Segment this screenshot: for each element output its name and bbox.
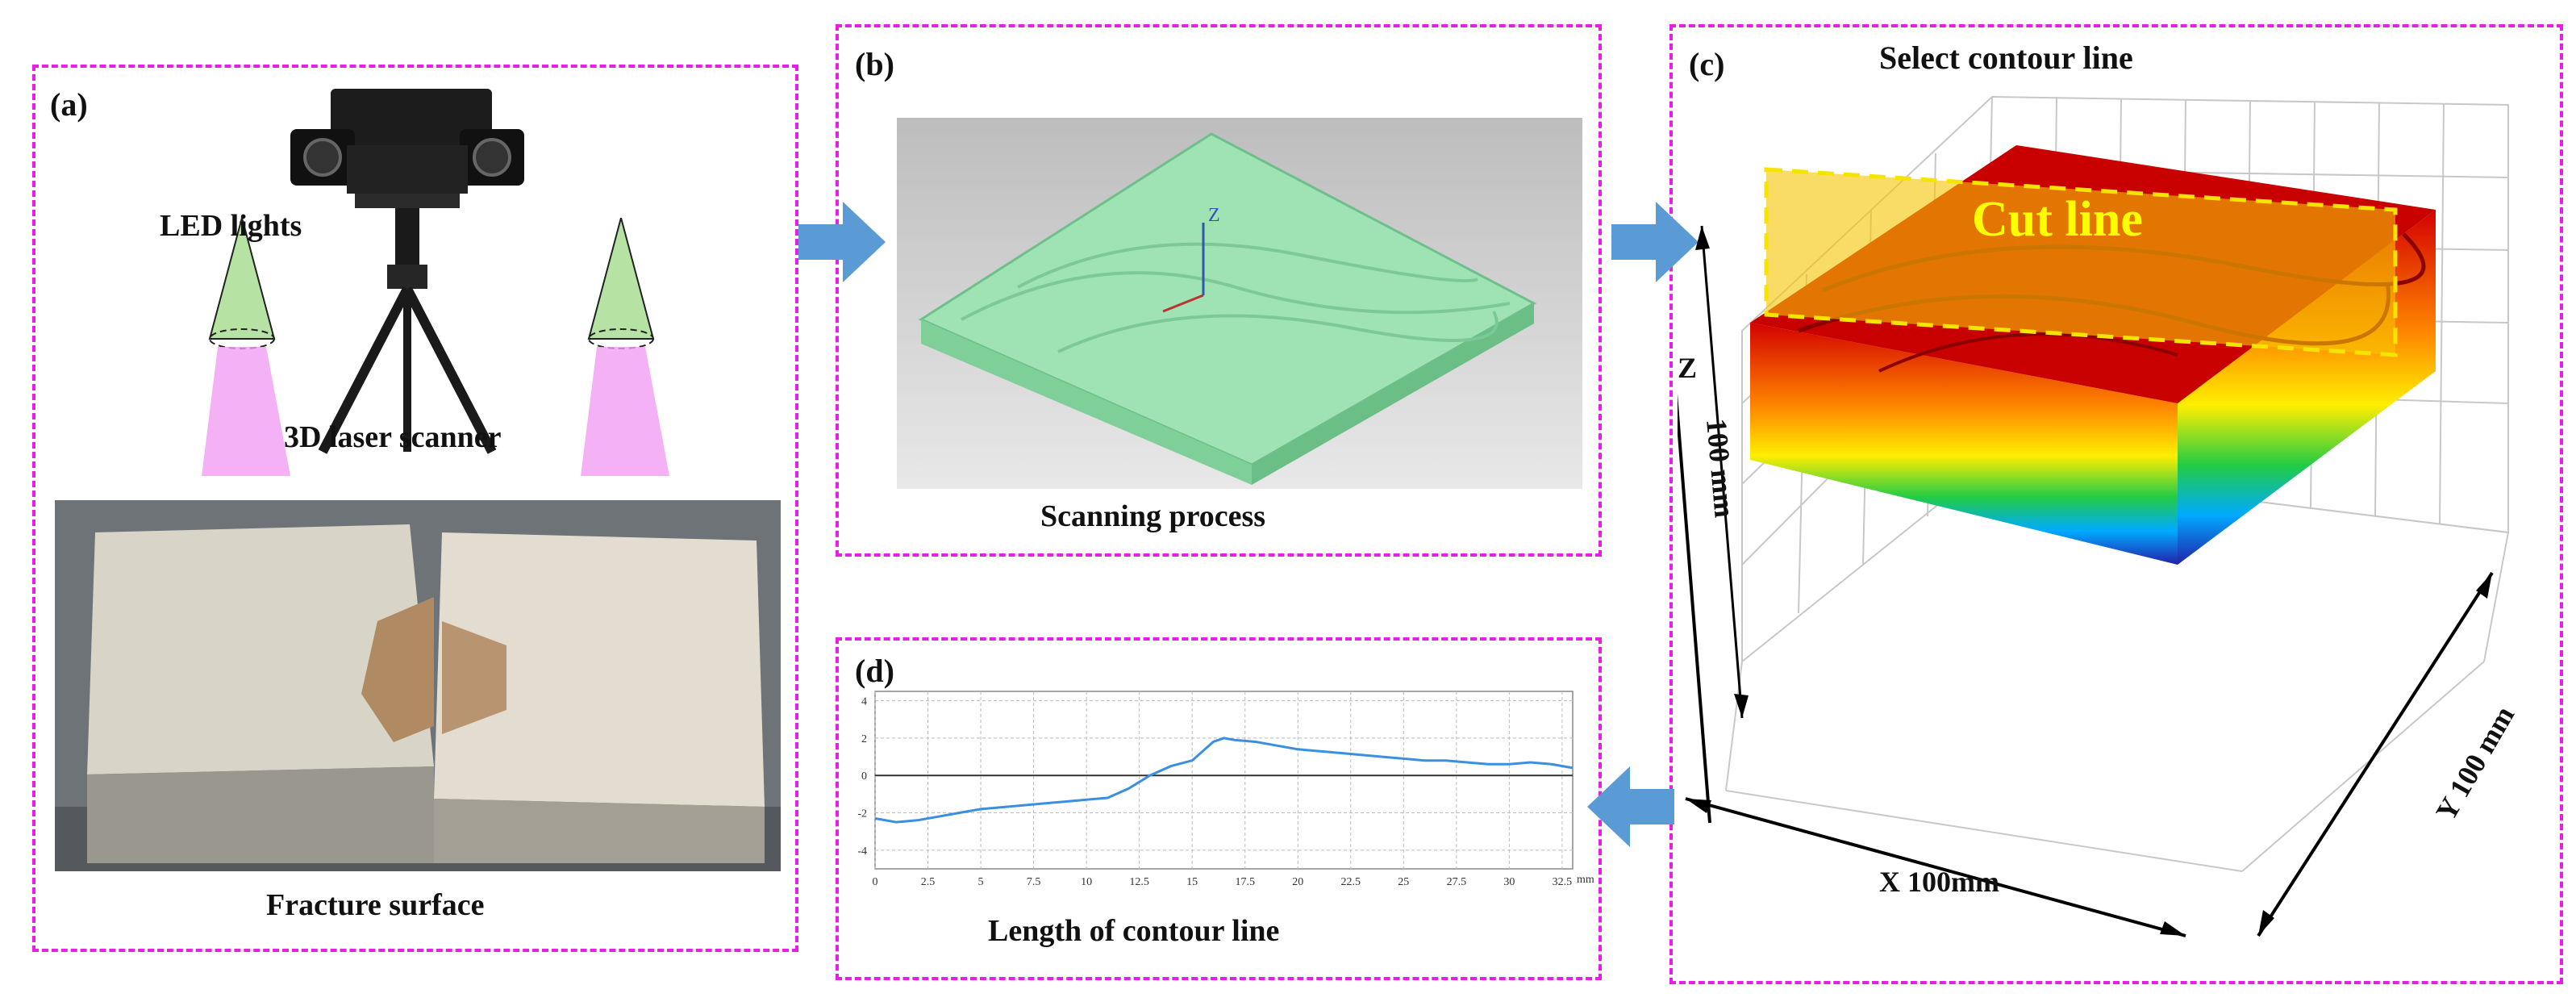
chart-frame — [874, 691, 1574, 870]
x-axis-label: X 100mm — [1879, 866, 1999, 898]
chart-y-tick-label: 0 — [861, 770, 867, 783]
arrow-a-to-b — [798, 202, 886, 282]
chart-y-tick-label: 4 — [861, 696, 867, 708]
chart-unit-label: mm — [1577, 874, 1594, 886]
z-dimension-label: 100 mm — [1700, 417, 1741, 519]
cut-line-label: Cut line — [1972, 192, 2143, 247]
panel-c-tag: (c) — [1689, 46, 1725, 82]
contour-3d-plot: Cut line Z 100 mm X 100mm Y 100 mm — [1678, 95, 2520, 937]
fracture-surface-caption: Fracture surface — [266, 888, 485, 922]
chart-y-tick-label: -2 — [857, 808, 867, 820]
panel-d-tag: (d) — [855, 653, 894, 689]
chart-y-tick-label: -4 — [857, 845, 867, 858]
chart-x-tick-label: 30 — [1503, 876, 1515, 888]
chart-x-tick-label: 15 — [1186, 876, 1198, 888]
led-light-right-icon — [581, 218, 669, 476]
chart-x-tick-label: 2.5 — [921, 876, 936, 888]
arrow-c-to-d — [1587, 766, 1674, 847]
chart-x-tick-label: 0 — [873, 876, 878, 888]
fracture-surface-photo — [55, 500, 781, 871]
chart-x-tick-label: 27.5 — [1447, 876, 1467, 888]
scanner-label: 3D laser scanner — [284, 420, 502, 454]
panel-a-tag: (a) — [50, 86, 88, 123]
chart-x-tick-label: 17.5 — [1235, 876, 1255, 888]
z-axis-label: Z — [1678, 352, 1697, 384]
scanning-process-caption: Scanning process — [1040, 499, 1266, 533]
chart-x-tick-label: 20 — [1292, 876, 1303, 888]
scan-axis-z-label: Z — [1208, 205, 1220, 226]
led-light-left-icon — [202, 218, 290, 476]
chart-x-tick-label: 25 — [1398, 876, 1409, 888]
panel-c-title: Select contour line — [1879, 40, 2133, 76]
panel-b-frame — [836, 24, 1602, 557]
contour-profile-line — [874, 737, 1574, 824]
led-lights-label: LED lights — [160, 209, 302, 243]
panel-b-tag: (b) — [855, 46, 894, 82]
arrow-b-to-c — [1611, 202, 1699, 282]
chart-x-tick-label: 22.5 — [1341, 876, 1361, 888]
chart-x-tick-label: 7.5 — [1027, 876, 1041, 888]
chart-x-tick-label: 12.5 — [1129, 876, 1149, 888]
chart-x-tick-label: 10 — [1081, 876, 1092, 888]
scan-mesh-render: Z — [897, 118, 1582, 489]
contour-length-caption: Length of contour line — [988, 914, 1280, 948]
chart-x-tick-label: 5 — [978, 876, 984, 888]
chart-x-tick-label: 32.5 — [1553, 876, 1573, 888]
laser-scanner-illustration — [290, 89, 524, 454]
y-axis-label: Y 100 mm — [2429, 700, 2520, 826]
chart-y-tick-label: 2 — [861, 733, 867, 745]
panel-c-frame — [1669, 24, 2563, 984]
panel-a-frame — [32, 65, 798, 952]
